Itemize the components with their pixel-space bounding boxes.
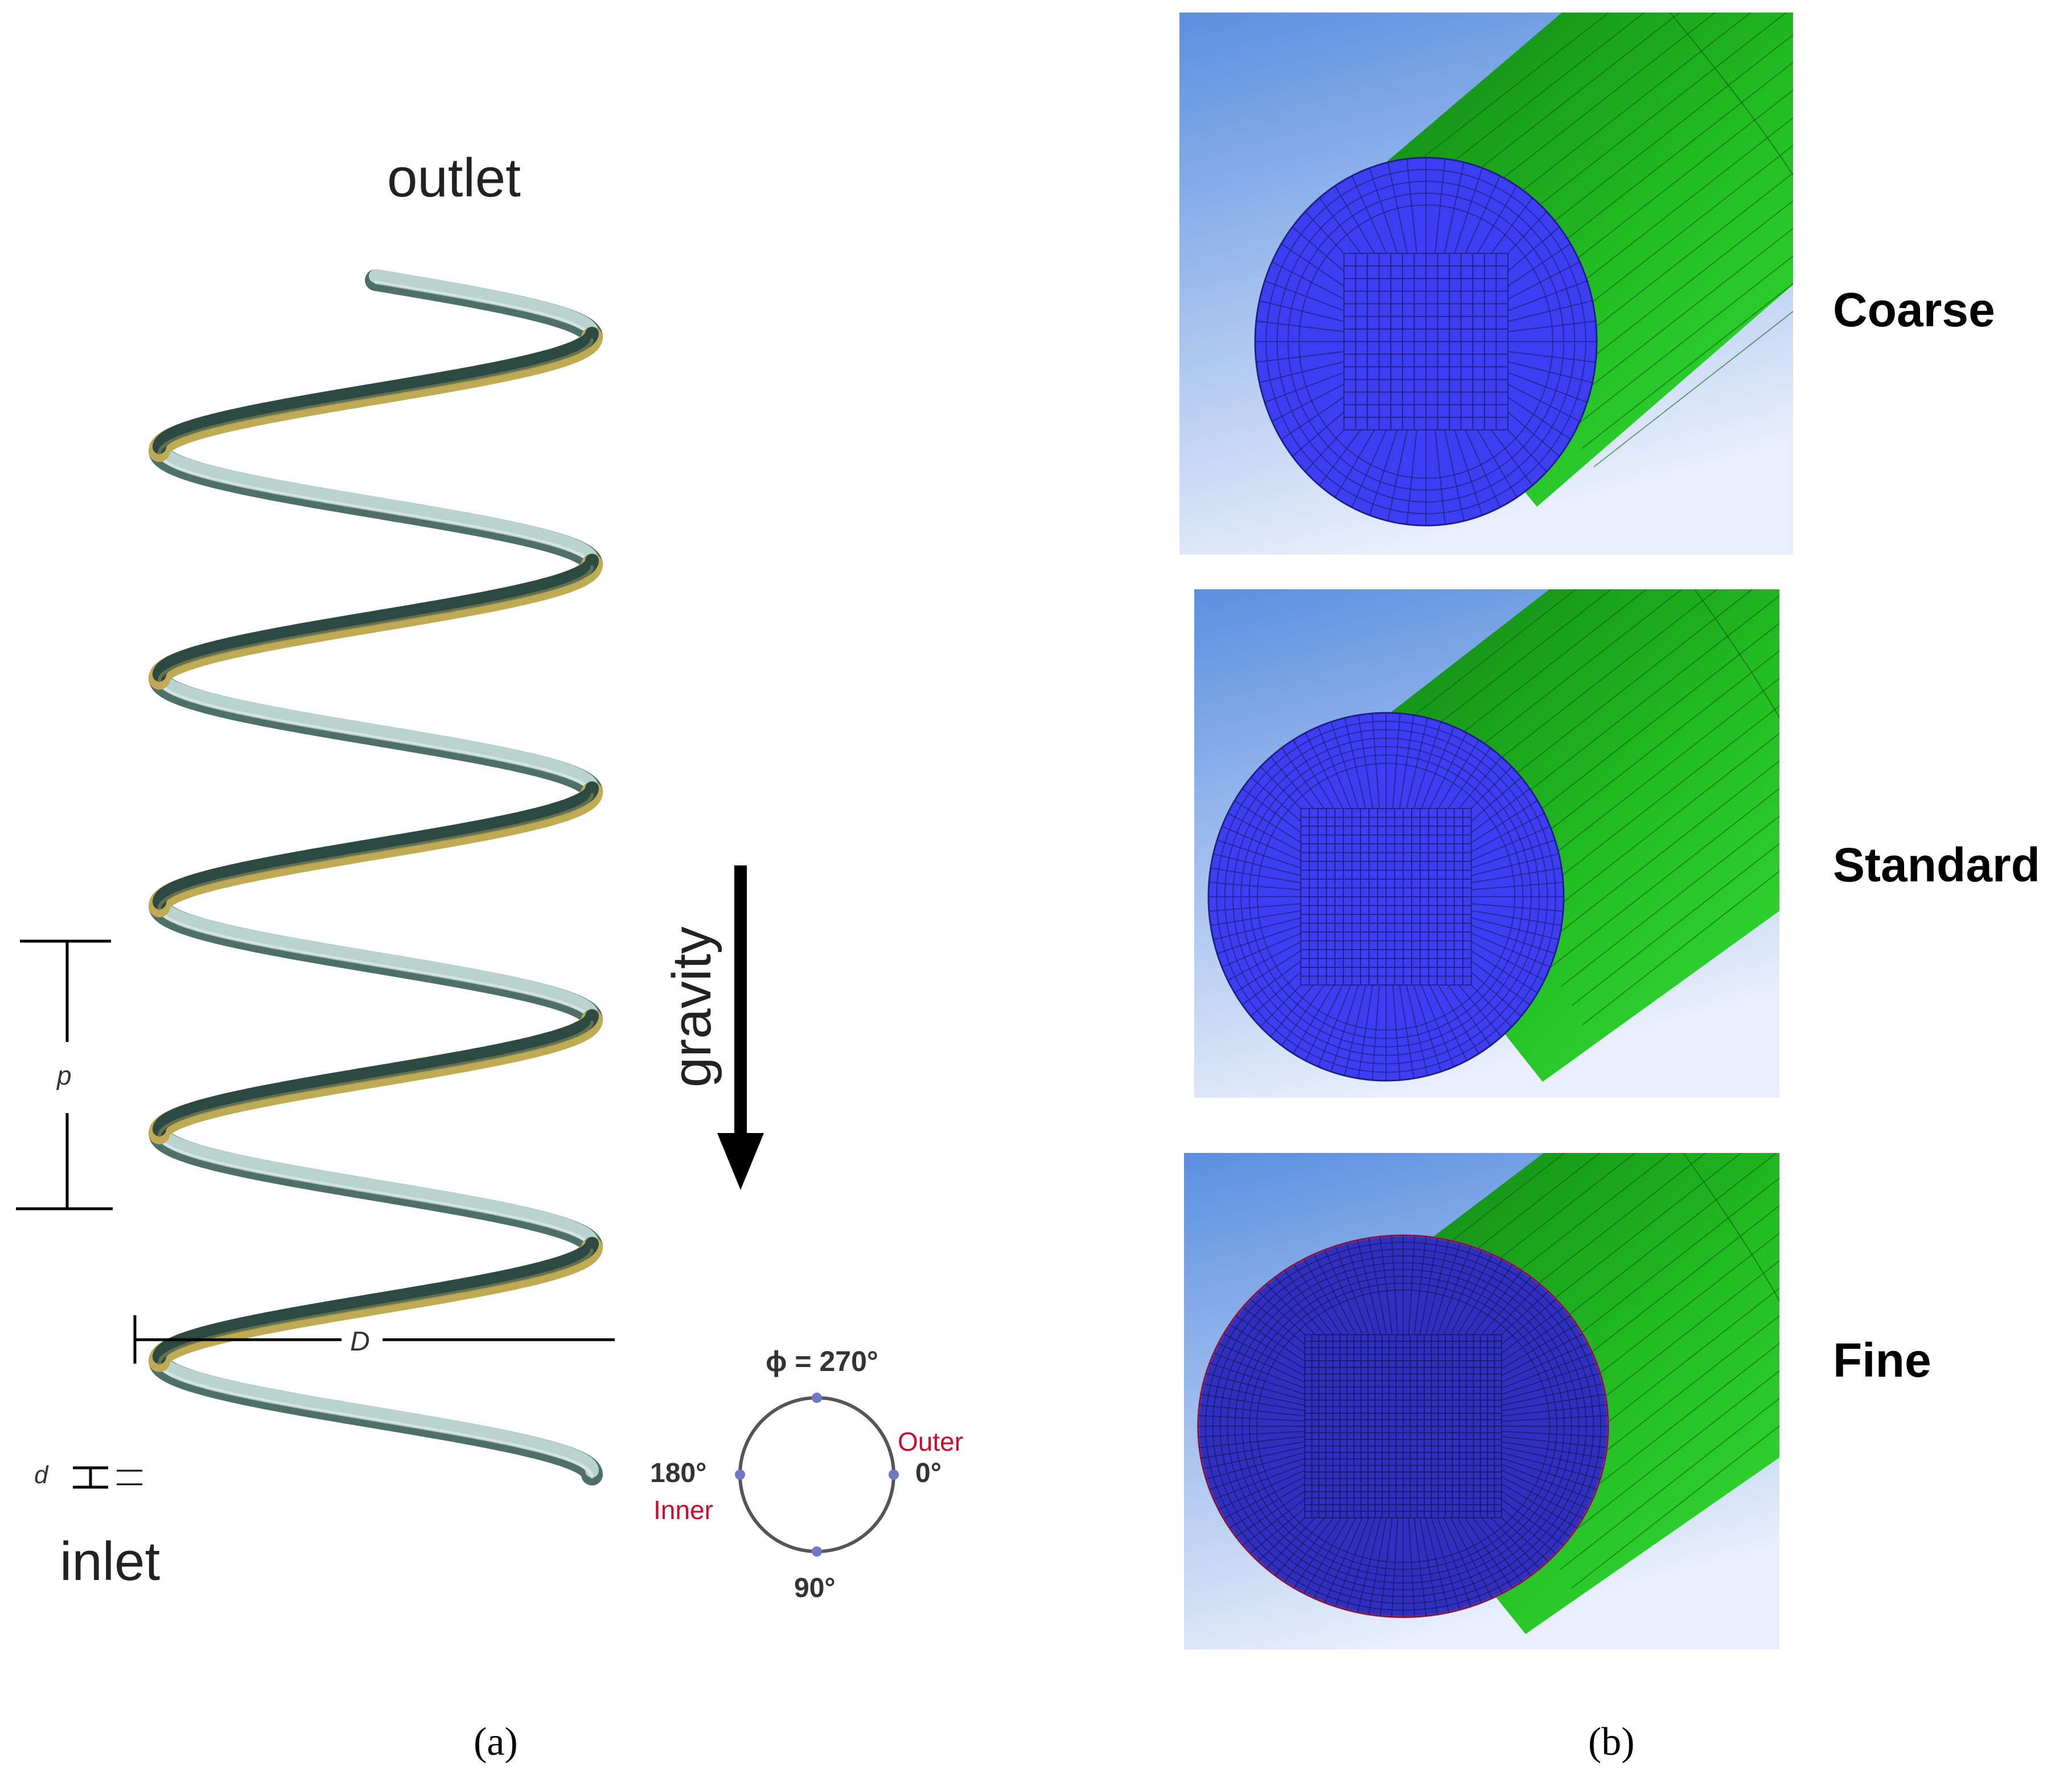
mesh-fine-label: Fine [1833, 1333, 1931, 1387]
angle-180-label: 180° [650, 1458, 706, 1488]
mesh-standard-image [1194, 589, 1779, 1098]
tube-diameter-dimension [73, 1466, 142, 1489]
inlet-label: inlet [60, 1531, 160, 1592]
mesh-fine-image [1184, 1153, 1779, 1649]
mesh-coarse-face-grid [1255, 157, 1597, 526]
caption-a: (a) [474, 1720, 518, 1764]
inner-label: Inner [653, 1495, 713, 1525]
outlet-label: outlet [387, 147, 521, 208]
helical-coil [148, 269, 603, 1485]
caption-b: (b) [1588, 1720, 1635, 1764]
pitch-dimension [16, 939, 113, 1210]
pitch-symbol: p [56, 1061, 72, 1090]
panel-a: outlet inlet gravity p D [16, 147, 963, 1764]
tube-diameter-symbol: d [34, 1461, 49, 1489]
coil-diameter-dimension [133, 1315, 615, 1364]
outer-label: Outer [898, 1427, 963, 1456]
mesh-standard-face-grid [1208, 712, 1564, 1081]
angle-0-label: 0° [915, 1458, 942, 1488]
gravity-label: gravity [661, 926, 722, 1087]
angle-diagram [735, 1393, 899, 1557]
mesh-fine-face-grid [1198, 1235, 1609, 1618]
coil-diameter-symbol: D [350, 1327, 370, 1357]
panel-b: Coarse Standard Fine (b) [1179, 13, 2040, 1764]
mesh-coarse-image [1179, 13, 1793, 555]
mesh-standard-wall-lines [1411, 589, 1779, 1025]
angle-90-label: 90° [794, 1573, 836, 1603]
angle-270-label: ϕ = 270° [766, 1345, 878, 1377]
gravity-arrow [717, 865, 764, 1190]
mesh-coarse-label: Coarse [1833, 283, 1995, 336]
mesh-standard-label: Standard [1833, 838, 2040, 892]
